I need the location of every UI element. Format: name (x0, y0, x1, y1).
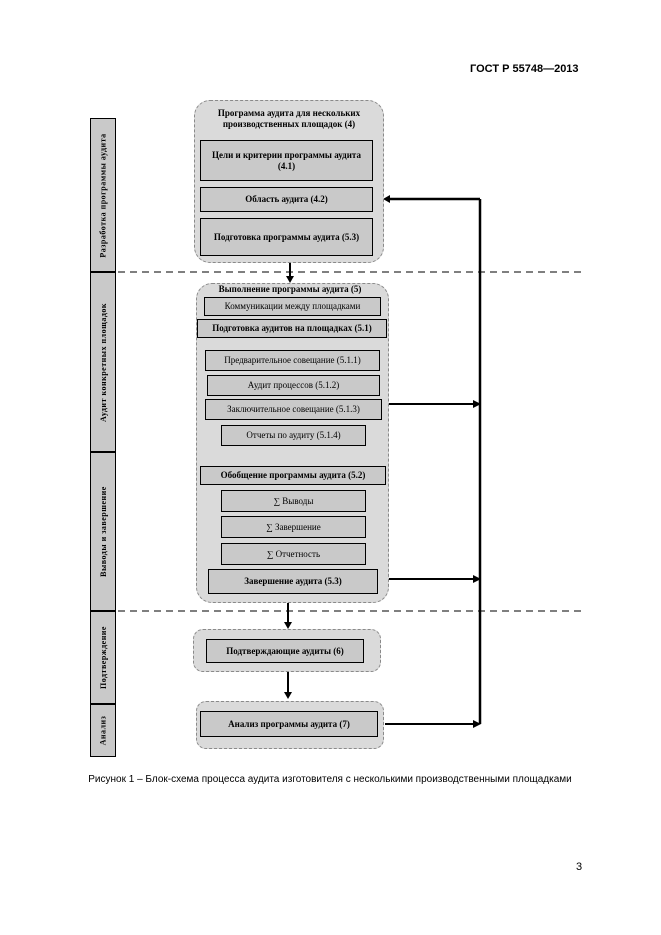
phase-confirmation: Подтверждение (90, 611, 116, 704)
phase-label: Выводы и завершение (98, 486, 108, 577)
sum-completion-box: ∑ Завершение (221, 516, 366, 538)
sum-conclusions-box: ∑ Выводы (221, 490, 366, 512)
program-analysis-box: Анализ программы аудита (7) (200, 711, 378, 737)
process-audit-box: Аудит процессов (5.1.2) (207, 375, 380, 396)
summary-box: Обобщение программы аудита (5.2) (200, 466, 386, 485)
phase-site-audit: Аудит конкретных площадок (90, 272, 116, 452)
audit-completion-box: Завершение аудита (5.3) (208, 569, 378, 594)
audit-reports-box: Отчеты по аудиту (5.1.4) (221, 425, 366, 446)
site-preparation-box: Подготовка аудитов на площадках (5.1) (197, 319, 387, 338)
final-meeting-box: Заключительное совещание (5.1.3) (205, 399, 382, 420)
sum-reporting-box: ∑ Отчетность (221, 543, 366, 565)
program-group-title: Программа аудита для нескольких производ… (217, 108, 361, 129)
scope-box: Область аудита (4.2) (200, 187, 373, 212)
phase-label: Аудит конкретных площадок (98, 302, 108, 422)
phase-label: Подтверждение (98, 626, 108, 689)
goals-box: Цели и критерии программы аудита (4.1) (200, 140, 373, 181)
preliminary-meeting-box: Предварительное совещание (5.1.1) (205, 350, 380, 371)
phase-label: Анализ (98, 715, 108, 746)
program-preparation-box: Подготовка программы аудита (5.3) (200, 218, 373, 256)
figure-caption: Рисунок 1 – Блок-схема процесса аудита и… (88, 774, 572, 785)
confirming-audits-box: Подтверждающие аудиты (6) (206, 639, 364, 663)
phase-label: Разработка программы аудита (98, 132, 108, 258)
page-number: 3 (576, 861, 583, 873)
phase-analysis: Анализ (90, 704, 116, 757)
standard-number: ГОСТ Р 55748—2013 (470, 63, 579, 75)
execution-group-title: Выполнение программы аудита (5) (218, 284, 362, 294)
communications-box: Коммуникации между площадками (204, 297, 381, 316)
phase-conclusions: Выводы и завершение (90, 452, 116, 611)
phase-program-development: Разработка программы аудита (90, 118, 116, 272)
